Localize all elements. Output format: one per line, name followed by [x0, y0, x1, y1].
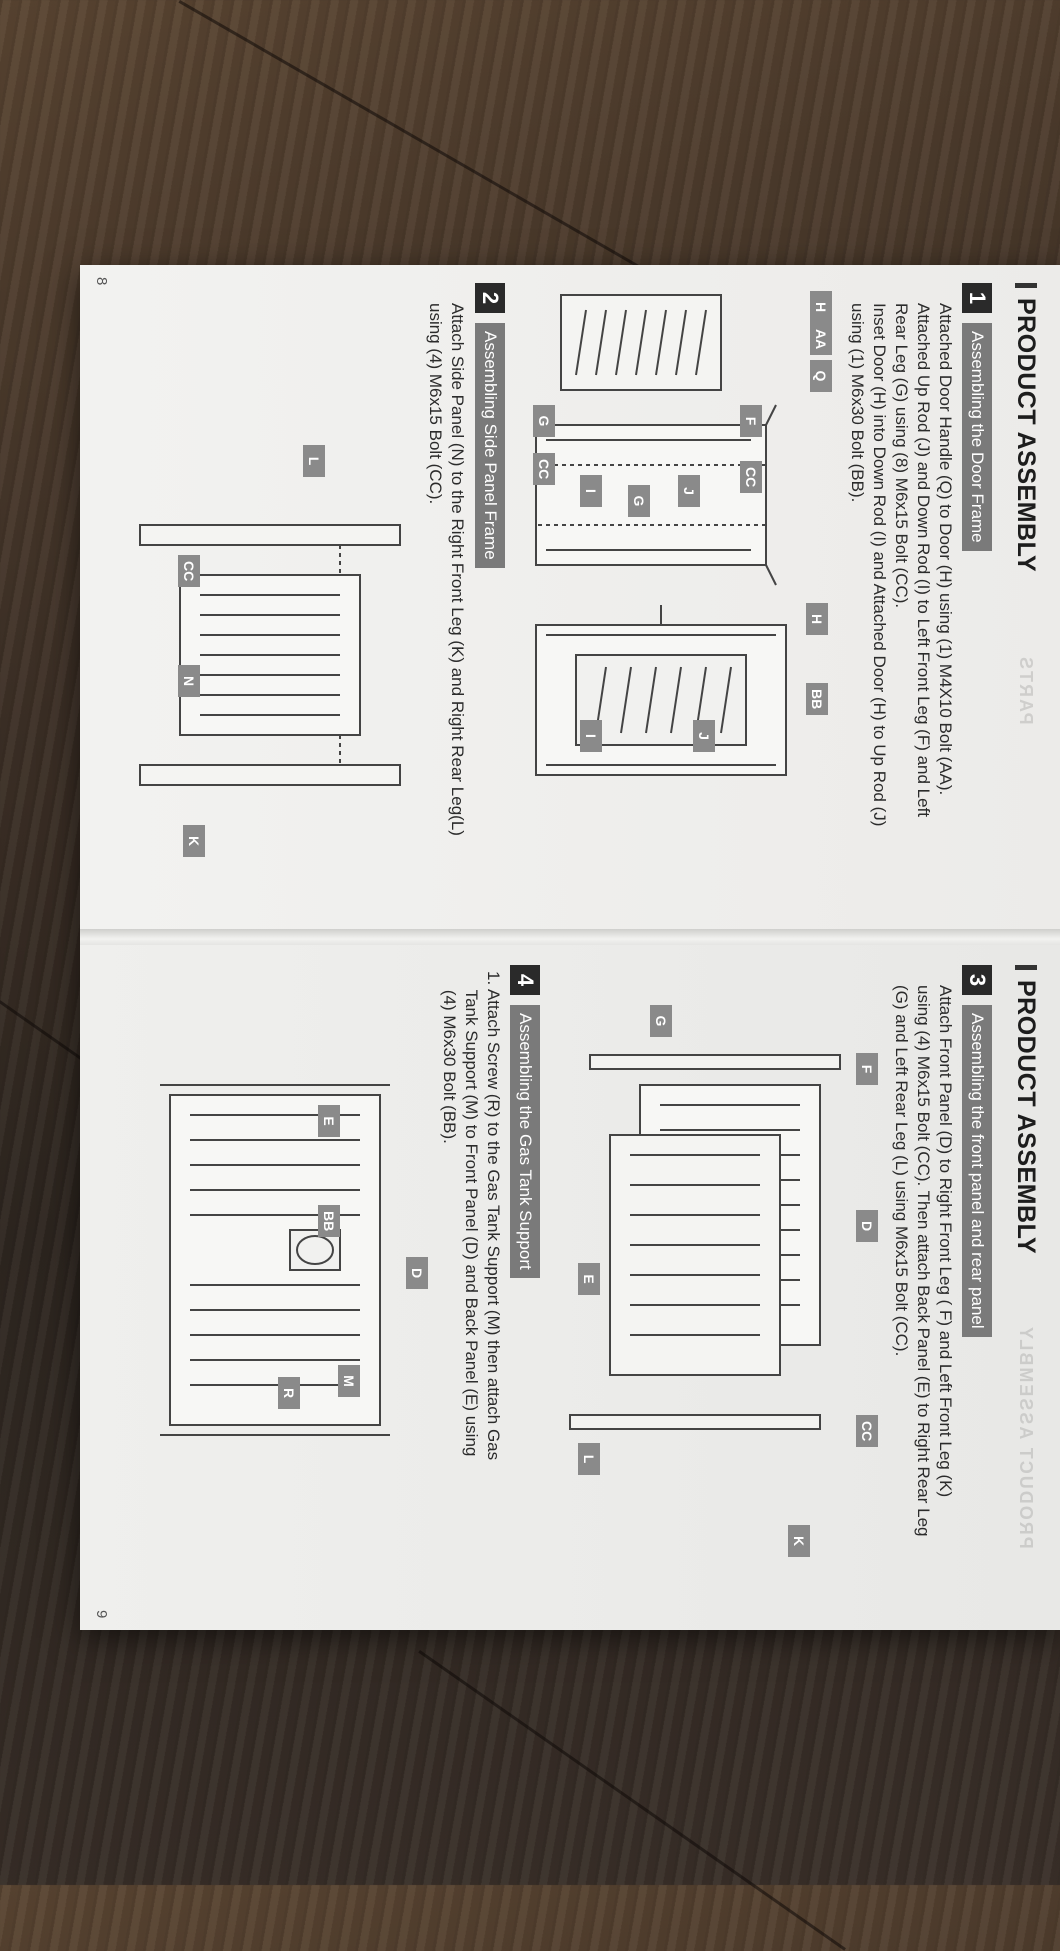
instruction-line: (4) M6x30 Bolt (BB). [440, 971, 459, 1144]
step-heading: Assembling the Gas Tank Support [510, 1005, 540, 1278]
part-label: H [806, 603, 828, 635]
part-label: L [303, 445, 325, 477]
part-label: K [788, 1525, 810, 1557]
part-label: F [856, 1053, 878, 1085]
part-label: G [628, 485, 650, 517]
instruction-line: Attached Door Handle (Q) to Door (H) usi… [936, 303, 955, 796]
section-title: PRODUCT ASSEMBLY [1011, 965, 1040, 1254]
door-frame-diagram [535, 294, 787, 776]
page-number: 8 [93, 277, 110, 286]
part-label: AA [810, 323, 832, 356]
part-label: G [533, 405, 555, 437]
step-number: 3 [962, 965, 992, 995]
instruction-line: Inset Door (H) into Down Rod (I) and Att… [870, 303, 889, 827]
part-label: J [678, 475, 700, 507]
instruction-line: Attached Up Rod (J) and Down Rod (I) to … [914, 303, 933, 818]
part-label: CC [533, 453, 555, 486]
instruction-line: 1. Attach Screw (R) to the Gas Tank Supp… [484, 971, 503, 1461]
page-9-content: PRODUCT ASSEMBLY PRODUCT ASSEMBLY 3 Asse… [80, 945, 1060, 1630]
instruction-booklet: PRODUCT ASSEMBLY PARTS 1 Assembling the … [80, 265, 1060, 1630]
side-panel-diagram [139, 524, 401, 786]
part-label: J [693, 720, 715, 752]
step-heading: Assembling the Door Frame [962, 323, 992, 551]
step-number: 4 [510, 965, 540, 995]
step-heading: Assembling the front panel and rear pane… [962, 1005, 992, 1337]
part-label: K [183, 825, 205, 857]
step-heading: Assembling Side Panel Frame [475, 323, 505, 568]
part-label: D [856, 1210, 878, 1242]
instruction-line: Attach Side Panel (N) to the Right Front… [448, 303, 467, 836]
step-instructions: Attach Front Panel (D) to Right Front Le… [890, 985, 956, 1625]
section-title: PRODUCT ASSEMBLY [1011, 283, 1040, 572]
step-instructions: Attach Side Panel (N) to the Right Front… [424, 303, 468, 923]
part-label: BB [806, 683, 828, 716]
page-8-content: PRODUCT ASSEMBLY PARTS 1 Assembling the … [80, 265, 1060, 933]
part-label: H [810, 291, 832, 323]
instruction-line: using (4) M6x15 Bolt (CC). [426, 303, 445, 505]
instruction-line: using (1) M6x30 Bolt (BB). [848, 303, 867, 503]
gas-tank-support-diagram [160, 1084, 390, 1436]
part-label: D [406, 1257, 428, 1289]
instruction-line: Tank Support (M) to Front Panel (D) and … [462, 971, 481, 1457]
part-label: M [338, 1365, 360, 1397]
instruction-line: Attach Front Panel (D) to Right Front Le… [936, 985, 955, 1498]
page-number: 9 [93, 1610, 110, 1619]
part-label: Q [810, 360, 832, 392]
part-label: E [318, 1105, 340, 1137]
step-instructions: Attached Door Handle (Q) to Door (H) usi… [846, 303, 956, 923]
wood-plank-seam [418, 1650, 846, 1951]
instruction-line: using (4) M6x15 Bolt (CC). Then attach B… [914, 985, 933, 1537]
page-9: PRODUCT ASSEMBLY PRODUCT ASSEMBLY 3 Asse… [80, 945, 1060, 1630]
part-label: I [580, 720, 602, 752]
part-label: CC [740, 461, 762, 494]
instruction-line: (G) and Left Rear Leg (L) using M6x15 Bo… [892, 985, 911, 1357]
part-label: G [650, 1005, 672, 1037]
part-label: E [578, 1263, 600, 1295]
front-rear-panel-diagram [569, 1054, 841, 1430]
step-instructions: 1. Attach Screw (R) to the Gas Tank Supp… [438, 971, 504, 1621]
part-label: CC [178, 555, 200, 588]
part-label: F [740, 405, 762, 437]
part-label: N [178, 665, 200, 697]
part-label: R [278, 1377, 300, 1409]
ghost-text: PRODUCT ASSEMBLY [1016, 1325, 1036, 1549]
part-label: BB [318, 1205, 340, 1238]
page-8: PRODUCT ASSEMBLY PARTS 1 Assembling the … [80, 265, 1060, 933]
ghost-text: PARTS [1016, 655, 1036, 725]
part-label: L [578, 1443, 600, 1475]
part-label: CC [856, 1415, 878, 1448]
step-number: 2 [475, 283, 505, 313]
part-label: I [580, 475, 602, 507]
step-number: 1 [962, 283, 992, 313]
instruction-line: Rear Leg (G) using (8) M6x15 Bolt (CC). [892, 303, 911, 609]
